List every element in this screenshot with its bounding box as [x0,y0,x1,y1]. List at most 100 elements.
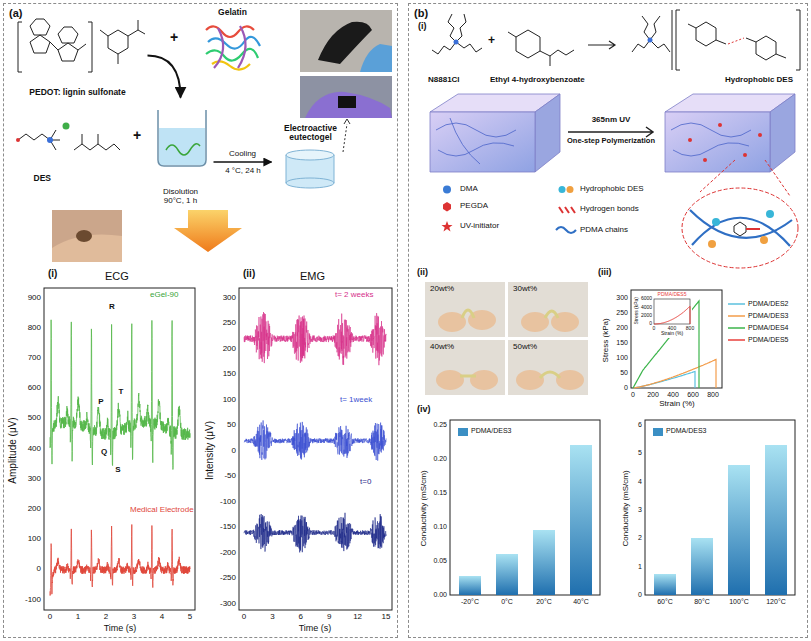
tick-label: 200 [28,505,41,514]
tick-label: 0.05 [433,557,447,565]
tick-label: 900 [28,294,41,303]
tick-label: 150 [616,339,628,347]
tick-label: 0.20 [433,455,447,463]
inset-tick: 800 [686,326,694,332]
wave-label: S [114,466,121,475]
panel-letter: (b) [414,7,802,19]
tick-label: 3 [638,506,642,514]
gel-cube-after [665,94,795,172]
chart-title: ECG [105,270,129,282]
node-caption: Disolution 90°C, 1 h [155,187,207,205]
inset-tick: 2000 [641,313,652,319]
ecg-trace-egel [50,320,190,470]
curve-des5-inset [654,306,690,324]
tick-label: 0 [37,565,41,574]
plus-sign: + [133,128,141,143]
subpanel-label: (i) [48,268,57,279]
curve-des3 [633,360,716,389]
legend-text: PDMA/DES3 [666,427,706,435]
tick-label: 150 [223,370,236,379]
emg-plot [239,288,392,610]
legend-text: PEGDA [460,202,488,211]
reaction-arrow [588,41,615,49]
legend-swatch [653,428,663,436]
emg-trace-2weeks [244,312,386,365]
tick-label: 0 [624,384,628,392]
legend-text: UV-initiator [460,222,499,231]
des-structure: DES [8,108,130,184]
tick-label: -200 [220,549,236,558]
edge-label: Cooling [229,150,256,159]
series-label: t= 1week [340,396,372,405]
tick-label: 100 [616,354,628,362]
zoom-view [682,160,798,268]
subpanel-label: (iv) [417,405,431,415]
chart-title: EMG [300,270,325,282]
tick-label: 400 [667,391,679,399]
flow-arrow [214,161,272,163]
tick-label: 60°C [657,598,673,606]
series-label: eGel-90 [150,291,178,300]
tick-label: -20°C [461,598,479,606]
photo-label: 30wt% [513,285,537,294]
axis-title: Stress (kPa) [602,318,611,362]
compound-name: Ethyl 4-hydroxybenzoate [490,76,585,85]
subpanel-label: (i) [418,22,427,32]
tick-label: -150 [220,523,236,532]
tick-label: -300 [220,600,236,609]
plus-sign: + [488,34,495,47]
tick-label: 20°C [536,598,552,606]
tick-label: 0 [638,591,642,599]
conductivity-bars [450,420,795,595]
tick-label: 0 [631,391,635,399]
des-structure-drawing [16,123,120,151]
ecg-plot [44,288,195,610]
tick-label: 100 [28,535,41,544]
emg-trace-1week [244,420,386,460]
inset-tick: 4000 [641,305,652,311]
sample-photos [425,282,588,395]
inset-tick: 6000 [641,296,652,302]
n8881cl-structure [432,14,482,54]
emg-trace-t0 [244,513,386,553]
inset-axis-title: Strain (%) [661,331,683,337]
tick-label: 0 [242,613,246,622]
legend-swatch [458,428,468,436]
tick-label: 0.00 [433,591,447,599]
tick-label: 400 [28,445,41,454]
tick-label: 50 [620,369,628,377]
compound-name: Hydrophobic DES [725,76,793,85]
tick-label: 15 [382,613,391,622]
eutectogel-cylinder: Electroactive eutectogel [272,124,350,194]
series-label: t= 2 weeks [335,291,373,300]
wave-label: P [97,398,104,407]
tick-label: 500 [28,414,41,423]
axis-title: Conductivity (mS/cm) [622,470,631,546]
subpanel-label: (iii) [598,268,612,278]
uv-arrow [568,127,653,137]
tick-label: 2 [104,613,108,622]
stress-strain-plot [631,290,745,388]
panel-a: (a)PEDOT: lignin sulfonateGelatinDESDiso… [3,3,398,638]
node-caption: Gelatin [198,8,268,18]
wave-label: T [118,388,125,397]
axis-title: Amplitude (μV) [7,417,18,483]
tick-label: 120°C [766,598,786,606]
tick-label: 300 [616,294,628,302]
tick-label: 0°C [501,598,513,606]
node-caption: Electroactive eutectogel [272,124,350,144]
tick-label: 80°C [694,598,710,606]
inset-tick: 0 [653,326,656,332]
dissolution-beaker: Disolution 90°C, 1 h [148,98,214,206]
tick-label: 0.10 [433,523,447,531]
wave-label: Q [100,448,108,457]
tick-label: 6 [638,421,642,429]
tick-label: 0 [232,447,236,456]
legend-text: PDMA/DES4 [748,324,788,332]
tick-label: 800 [707,391,719,399]
tick-label: 250 [223,319,236,328]
node-caption: DES [8,174,130,184]
arm-photo [52,210,122,262]
legend-text: Hydrophobic DES [580,185,644,194]
